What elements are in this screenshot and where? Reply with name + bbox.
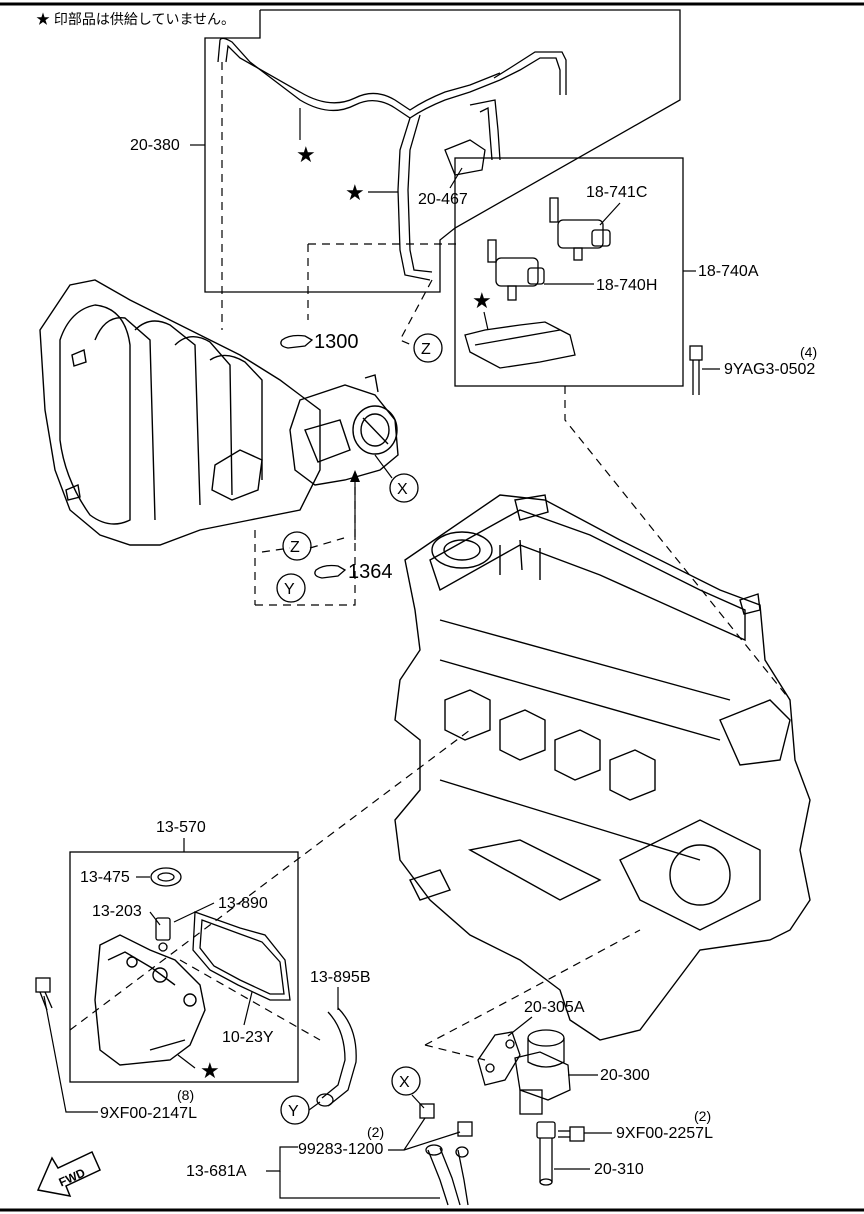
label-18-740h: 18-740H <box>596 277 657 294</box>
circle-x-throttle <box>389 473 419 503</box>
pcv-valve-13-890 <box>155 917 171 952</box>
star-marker-hose1: ★ <box>296 142 316 167</box>
star-marker-cover: ★ <box>200 1058 220 1083</box>
label-20-310: 20-310 <box>594 1161 644 1178</box>
gasket-20-305a <box>477 1031 521 1086</box>
circle-z-manifold-label: Z <box>290 539 300 556</box>
label-20-380: 20-380 <box>130 137 180 154</box>
label-13-203: 13-203 <box>92 903 142 920</box>
label-18-741c: 18-741C <box>586 184 647 201</box>
fwd-arrow-icon: FWD <box>36 1150 101 1197</box>
bolt-9yag3 <box>689 345 703 395</box>
star-marker-hose2: ★ <box>345 180 365 205</box>
circle-y-manifold-label: Y <box>284 581 295 598</box>
label-9xf00-2257l: 9XF00-2257L <box>616 1125 713 1142</box>
egr-valve-20-300 <box>514 1029 571 1115</box>
label-13-895b: 13-895B <box>310 969 371 986</box>
pipe-20-310 <box>536 1121 556 1186</box>
ventilation-hose <box>217 37 567 281</box>
label-20-467: 20-467 <box>418 191 468 208</box>
label-13-570: 13-570 <box>156 819 206 836</box>
throttle-body <box>289 374 399 486</box>
circle-x-throttle-label: X <box>397 481 408 498</box>
label-18-740a: 18-740A <box>698 263 759 280</box>
circle-z-top <box>413 333 443 363</box>
star-marker-bracket: ★ <box>472 288 492 313</box>
ref-1364: 1364 <box>348 561 393 583</box>
intake-manifold <box>39 279 321 546</box>
solenoid-valves <box>464 197 611 369</box>
bolt-9xf00-2147l <box>35 977 53 1011</box>
circle-x-hose-label: X <box>399 1074 410 1091</box>
circle-y-manifold <box>276 573 306 603</box>
gasket-10-23y <box>192 911 291 1001</box>
ref-1300-pointer <box>280 334 314 349</box>
circle-z-manifold <box>282 531 312 561</box>
engine-block <box>394 494 811 1041</box>
oil-seal-13-475 <box>150 867 182 887</box>
label-13-681a: 13-681A <box>186 1163 247 1180</box>
hose-13-681a <box>419 1103 473 1206</box>
qty-9xf00-2147l: (8) <box>177 1087 194 1103</box>
head-cover-group-box <box>69 851 299 1083</box>
label-9yag3-0502: 9YAG3-0502 <box>724 361 815 378</box>
qty-9xf00-2257l: (2) <box>694 1108 711 1124</box>
qty-9yag3: (4) <box>800 344 817 360</box>
qty-99283: (2) <box>367 1124 384 1140</box>
solenoid-group-box <box>454 157 684 387</box>
cylinder-head-cover <box>94 934 206 1066</box>
circle-x-hose <box>391 1066 421 1096</box>
bolt-9xf00-2257l <box>558 1126 585 1142</box>
supply-note: ★ 印部品は供給していません。 <box>36 11 235 27</box>
label-13-890: 13-890 <box>218 895 268 912</box>
ref-1300: 1300 <box>314 331 359 353</box>
ref-1364-pointer <box>314 564 347 579</box>
label-9xf00-2147l: 9XF00-2147L <box>100 1105 197 1122</box>
label-99283-1200: 99283-1200 <box>298 1141 384 1158</box>
hose-group-box <box>204 9 681 293</box>
hose-13-895b <box>316 1007 357 1107</box>
circle-y-hose-label: Y <box>288 1103 299 1120</box>
label-20-305a: 20-305A <box>524 999 585 1016</box>
label-13-475: 13-475 <box>80 869 130 886</box>
label-20-300: 20-300 <box>600 1067 650 1084</box>
label-10-23y: 10-23Y <box>222 1029 274 1046</box>
circle-z-top-label: Z <box>421 341 431 358</box>
